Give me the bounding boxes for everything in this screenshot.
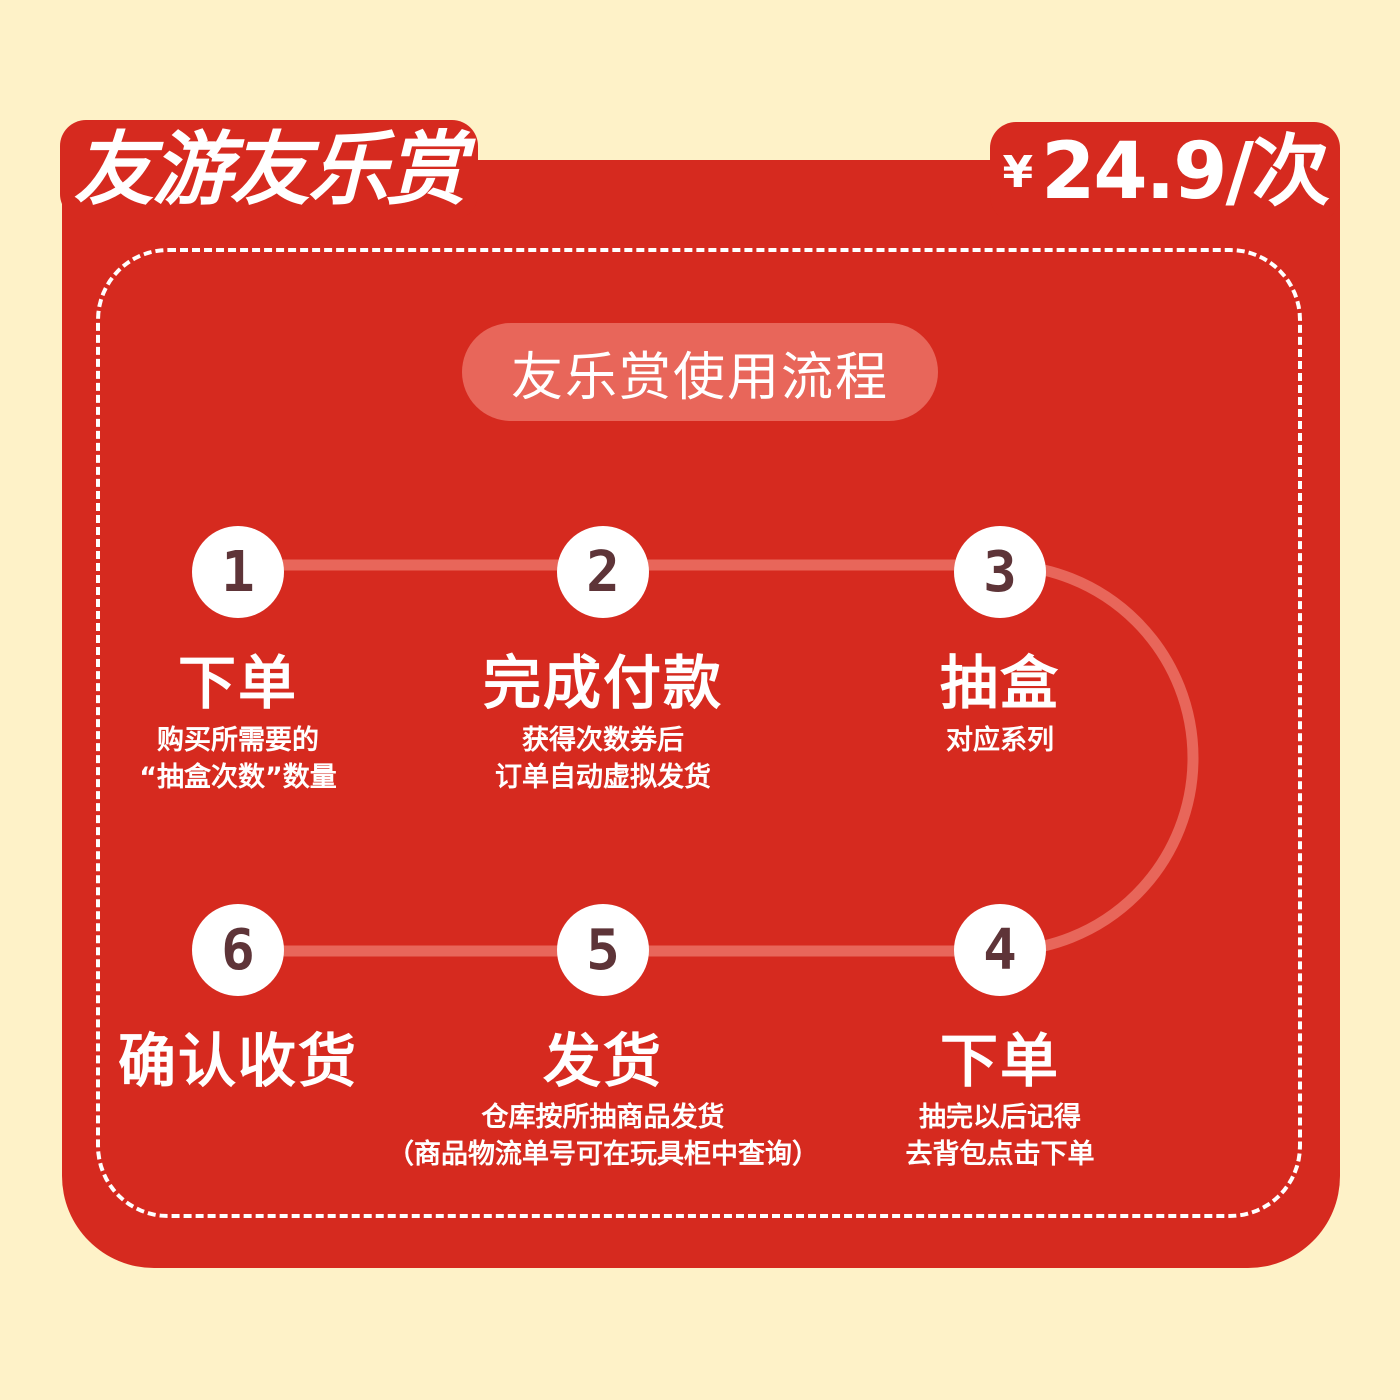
step-4-desc-line1: 抽完以后记得: [919, 1102, 1081, 1133]
step-4-circle: 4: [954, 904, 1046, 996]
step-4-desc: 抽完以后记得 去背包点击下单: [740, 1099, 1260, 1173]
step-1-title: 下单: [177, 649, 298, 717]
step-4-desc-line2: 去背包点击下单: [905, 1139, 1095, 1170]
dashed-frame: [96, 248, 1302, 1218]
section-title: 友乐赏使用流程: [510, 347, 889, 408]
step-3-number: 3: [983, 539, 1017, 605]
step-5-number: 5: [586, 917, 620, 983]
step-4-number: 4: [983, 917, 1017, 983]
section-title-pill: 友乐赏使用流程: [462, 323, 938, 421]
step-2-desc: 获得次数券后 订单自动虚拟发货: [343, 722, 863, 796]
step-1-desc: 购买所需要的 “抽盒次数”数量: [0, 722, 498, 796]
step-2-circle: 2: [557, 526, 649, 618]
brand-title-badge: 友游友乐赏: [60, 120, 478, 220]
step-1-desc-line2: “抽盒次数”数量: [139, 762, 337, 793]
step-5-desc-line2: （商品物流单号可在玩具柜中查询）: [387, 1139, 819, 1170]
step-2-title: 完成付款: [482, 649, 723, 717]
step-1-number: 1: [221, 539, 255, 605]
step-3-circle: 3: [954, 526, 1046, 618]
step-5-title: 发货: [542, 1027, 663, 1095]
step-5-desc: 仓库按所抽商品发货 （商品物流单号可在玩具柜中查询）: [343, 1099, 863, 1173]
price-value: 24.9/次: [1041, 127, 1330, 217]
step-5-circle: 5: [557, 904, 649, 996]
step-5-desc-line1: 仓库按所抽商品发货: [481, 1102, 725, 1133]
step-4-title: 下单: [939, 1027, 1060, 1095]
step-3-desc: 对应系列: [740, 722, 1260, 759]
step-6-circle: 6: [192, 904, 284, 996]
step-2-number: 2: [586, 539, 620, 605]
step-6-number: 6: [221, 917, 255, 983]
step-2-desc-line2: 订单自动虚拟发货: [495, 762, 711, 793]
brand-title: 友游友乐赏: [74, 123, 466, 216]
price-symbol: ¥: [1002, 146, 1034, 198]
step-1-circle: 1: [192, 526, 284, 618]
price-badge: ¥ 24.9/次: [990, 122, 1340, 222]
step-1-desc-line1: 购买所需要的: [157, 725, 319, 756]
step-2-desc-line1: 获得次数券后: [522, 725, 684, 756]
step-6-title: 确认收货: [117, 1027, 358, 1095]
step-3-desc-line1: 对应系列: [946, 725, 1054, 756]
step-3-title: 抽盒: [939, 649, 1060, 717]
